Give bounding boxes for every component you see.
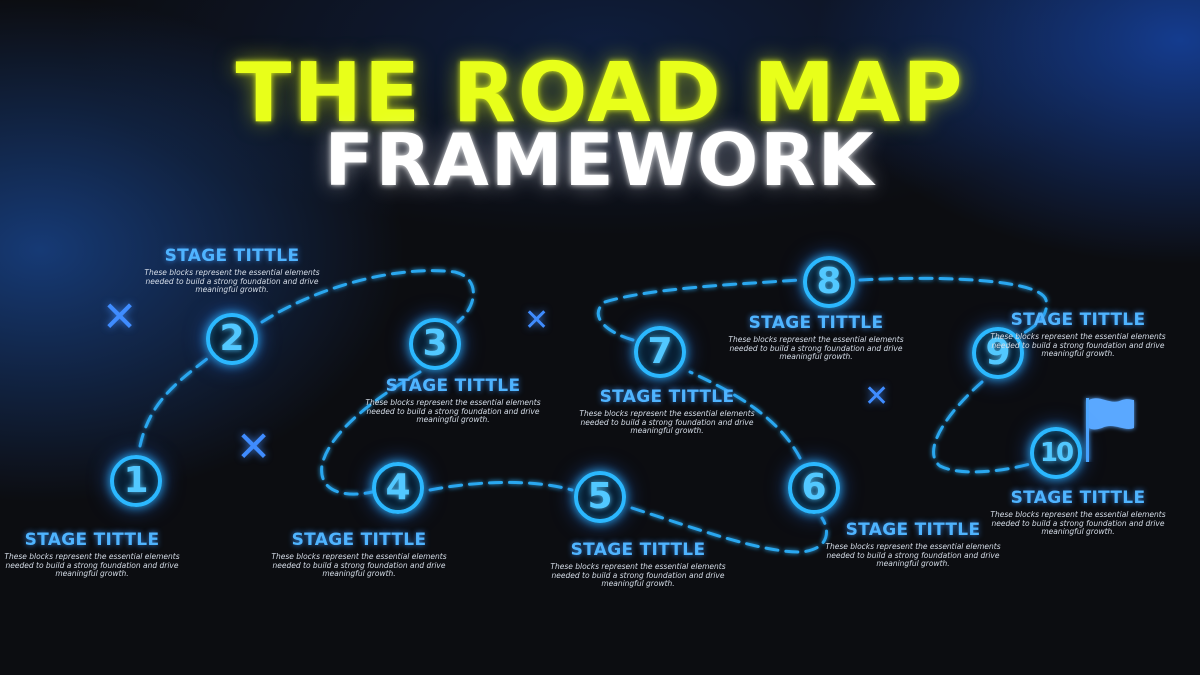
stage-marker-7: 7 — [634, 326, 686, 378]
path-segment-2-3 — [260, 269, 475, 324]
flag-icon — [1086, 398, 1134, 462]
x-mark-icon: ✕ — [864, 379, 890, 414]
stage-marker-9: 9 — [972, 327, 1024, 379]
stage-marker-6: 6 — [788, 462, 840, 514]
x-mark-icon: ✕ — [236, 422, 272, 471]
stage-title: STAGE TITTLE — [24, 530, 160, 550]
stage-marker-4: 4 — [372, 462, 424, 514]
path-segment-9-10 — [932, 380, 1032, 474]
stage-title: STAGE TITTLE — [845, 520, 981, 540]
stage-description: These blocks represent the essential ele… — [990, 332, 1166, 359]
path-segment-6-7 — [688, 370, 802, 460]
stage-block-7: STAGE TITTLE These blocks represent the … — [547, 387, 787, 436]
stage-description: These blocks represent the essential ele… — [4, 552, 180, 579]
stage-title: STAGE TITTLE — [1010, 310, 1146, 330]
stage-description: These blocks represent the essential ele… — [365, 398, 541, 425]
x-mark-icon: ✕ — [524, 303, 550, 338]
stage-description: These blocks represent the essential ele… — [144, 268, 320, 295]
stage-description: These blocks represent the essential ele… — [728, 335, 904, 362]
stage-block-4: STAGE TITTLE These blocks represent the … — [239, 530, 479, 579]
x-mark-icon: ✕ — [102, 292, 138, 341]
stage-marker-10: 10 — [1030, 427, 1082, 479]
path-segment-8-9 — [858, 276, 1048, 337]
title-line-2: FRAMEWORK — [324, 118, 876, 202]
stage-block-10: STAGE TITTLE These blocks represent the … — [958, 488, 1198, 537]
stage-marker-3: 3 — [409, 318, 461, 370]
stage-title: STAGE TITTLE — [291, 530, 427, 550]
stage-description: These blocks represent the essential ele… — [825, 542, 1001, 569]
path-segment-7-8 — [596, 278, 802, 342]
stage-block-1: STAGE TITTLE These blocks represent the … — [0, 530, 212, 579]
title-line-1: THE ROAD MAP — [235, 46, 965, 141]
stage-block-8: STAGE TITTLE These blocks represent the … — [696, 313, 936, 362]
stage-title: STAGE TITTLE — [599, 387, 735, 407]
stage-block-9: STAGE TITTLE These blocks represent the … — [958, 310, 1198, 359]
stage-description: These blocks represent the essential ele… — [550, 562, 726, 589]
stage-title: STAGE TITTLE — [570, 540, 706, 560]
stage-title: STAGE TITTLE — [1010, 488, 1146, 508]
path-segment-3-4 — [320, 370, 422, 496]
path-segment-1-2 — [138, 353, 214, 448]
stage-title: STAGE TITTLE — [748, 313, 884, 333]
stage-block-6: STAGE TITTLE These blocks represent the … — [793, 520, 1033, 569]
stage-marker-8: 8 — [803, 256, 855, 308]
stage-marker-2: 2 — [206, 313, 258, 365]
stage-block-5: STAGE TITTLE These blocks represent the … — [518, 540, 758, 589]
stage-title: STAGE TITTLE — [385, 376, 521, 396]
stage-block-3: STAGE TITTLE These blocks represent the … — [333, 376, 573, 425]
stage-description: These blocks represent the essential ele… — [990, 510, 1166, 537]
stage-description: These blocks represent the essential ele… — [271, 552, 447, 579]
stage-marker-1: 1 — [110, 455, 162, 507]
stage-title: STAGE TITTLE — [164, 246, 300, 266]
path-segment-4-5 — [428, 480, 574, 492]
stage-description: These blocks represent the essential ele… — [579, 409, 755, 436]
stage-block-2: STAGE TITTLE These blocks represent the … — [112, 246, 352, 295]
path-segment-5-6 — [630, 506, 829, 554]
stage-marker-5: 5 — [574, 471, 626, 523]
